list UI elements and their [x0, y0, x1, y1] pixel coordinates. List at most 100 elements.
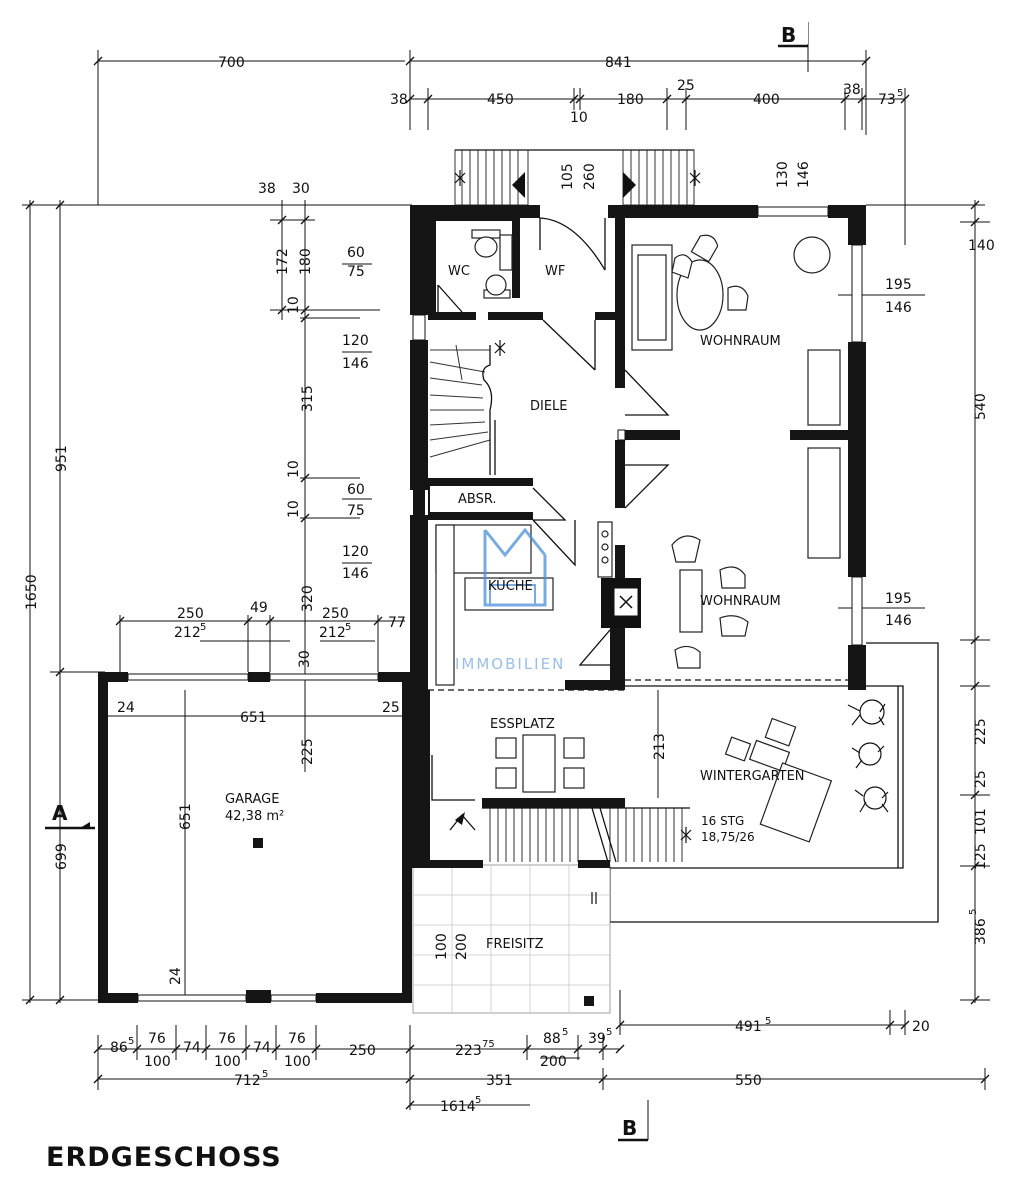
dim-label: 1614	[440, 1099, 476, 1115]
dim-label: 105	[560, 163, 576, 190]
room-diele: DIELE	[530, 399, 568, 414]
dim-label: 146	[342, 356, 369, 372]
stairs	[429, 149, 695, 863]
dim-label: 5	[968, 909, 979, 915]
dim-label: 77	[388, 615, 406, 631]
doors	[431, 217, 670, 801]
dim-label: 30	[297, 650, 313, 668]
dim-label: 699	[54, 843, 70, 870]
watermark-text: IMMOBILIEN	[455, 655, 565, 673]
room-labels: WC WF DIELE ABSR. KÜCHE WOHNRAUM WOHNRAU…	[225, 264, 805, 952]
room-wc: WC	[448, 264, 470, 279]
dim-label: 5	[897, 88, 903, 99]
dim-label: 841	[605, 55, 632, 71]
dim-label: 951	[54, 445, 70, 472]
dim-label: 180	[617, 92, 644, 108]
dim-label: 180	[298, 248, 314, 275]
dim-label: 100	[434, 933, 450, 960]
dim-label: 38	[390, 92, 408, 108]
dim-label: 75	[482, 1039, 495, 1050]
dim-label: 5	[345, 622, 351, 633]
dim-label: 75	[347, 503, 365, 519]
dim-label: 38	[843, 82, 861, 98]
section-marks: B B A	[45, 22, 808, 1142]
dim-label: 86	[110, 1040, 128, 1056]
dim-label: 550	[735, 1073, 762, 1089]
dim-label: 700	[218, 55, 245, 71]
dim-label: 5	[765, 1016, 771, 1027]
dim-label: 223	[455, 1043, 482, 1059]
stairs-count: 16 STG	[701, 814, 744, 828]
dim-label: 74	[253, 1040, 271, 1056]
dim-label: 76	[148, 1031, 166, 1047]
dim-label: 60	[347, 482, 365, 498]
dim-label: 24	[168, 967, 184, 985]
dim-label: 250	[349, 1043, 376, 1059]
section-mark-b-bottom: B	[622, 1116, 637, 1140]
dim-label: 651	[178, 803, 194, 830]
dim-label: 351	[486, 1073, 513, 1089]
page-title: ERDGESCHOSS	[46, 1142, 282, 1173]
room-kueche: KÜCHE	[488, 577, 533, 594]
room-wintergarten: WINTERGARTEN	[700, 769, 805, 784]
dim-label: 146	[342, 566, 369, 582]
dim-label: 100	[214, 1054, 241, 1070]
room-wohnraum-1: WOHNRAUM	[700, 334, 781, 349]
dim-label: 540	[973, 393, 989, 420]
dim-label: 130	[775, 161, 791, 188]
furniture	[435, 170, 889, 904]
dimension-labels: 700 841 38 450 10 180 25 400 38 73 5 105…	[24, 55, 995, 1115]
room-essplatz: ESSPLATZ	[490, 717, 555, 732]
watermark-logo: IMMOBILIEN	[455, 527, 565, 673]
dim-label: 25	[382, 700, 400, 716]
section-mark-b-top: B	[781, 23, 796, 47]
walls	[98, 205, 866, 1006]
dim-label: 49	[250, 600, 268, 616]
dim-label: 491	[735, 1019, 762, 1035]
dim-label: 120	[342, 333, 369, 349]
dim-label: 712	[234, 1073, 261, 1089]
dim-label: 10	[286, 296, 302, 314]
room-freisitz: FREISITZ	[486, 937, 544, 952]
dim-label: 30	[292, 181, 310, 197]
dim-label: 25	[973, 770, 989, 788]
dim-label: 212	[174, 625, 201, 641]
dim-label: 10	[286, 500, 302, 518]
dim-label: 195	[885, 277, 912, 293]
dim-label: 200	[454, 933, 470, 960]
dim-label: 400	[753, 92, 780, 108]
dim-label: 38	[258, 181, 276, 197]
dim-label: 195	[885, 591, 912, 607]
dim-label: 651	[240, 710, 267, 726]
dim-label: 320	[300, 585, 316, 612]
dim-label: 88	[543, 1031, 561, 1047]
dim-label: 250	[177, 606, 204, 622]
dim-label: 213	[652, 733, 668, 760]
dim-label: 250	[322, 606, 349, 622]
dim-label: 60	[347, 245, 365, 261]
dim-label: 5	[262, 1069, 268, 1080]
dim-label: 146	[796, 161, 812, 188]
room-garage: GARAGE	[225, 792, 279, 807]
dim-label: 315	[300, 385, 316, 412]
room-garage-area: 42,38 m²	[225, 809, 284, 824]
dim-label: 200	[540, 1054, 567, 1070]
dim-label: 75	[347, 264, 365, 280]
dim-label: 1650	[24, 574, 40, 610]
dim-label: 10	[570, 110, 588, 126]
room-wf: WF	[545, 264, 565, 279]
dim-label: 212	[319, 625, 346, 641]
dim-label: 172	[275, 248, 291, 275]
dim-label: 450	[487, 92, 514, 108]
dim-label: 76	[288, 1031, 306, 1047]
dim-label: 100	[144, 1054, 171, 1070]
dim-label: 39	[588, 1031, 606, 1047]
room-wohnraum-2: WOHNRAUM	[700, 594, 781, 609]
dim-label: 260	[582, 163, 598, 190]
dim-label: 140	[968, 238, 995, 254]
dim-label: 100	[284, 1054, 311, 1070]
dim-label: 101	[973, 808, 989, 835]
terrace-outlines	[412, 642, 939, 1014]
dim-label: 5	[475, 1095, 481, 1106]
